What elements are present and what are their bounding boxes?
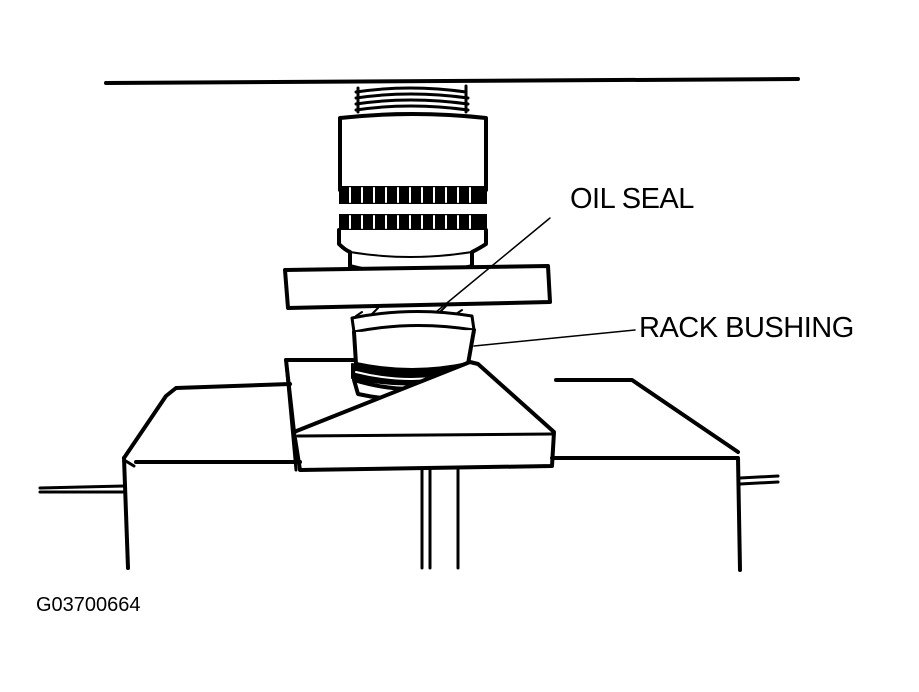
oil-seal-label: OIL SEAL (570, 183, 694, 215)
threaded-shaft (354, 84, 470, 114)
press-ram-line (104, 77, 800, 85)
press-bed (38, 378, 780, 572)
figure-id-label: G03700664 (36, 594, 141, 616)
installer-tool (337, 112, 488, 276)
lower-support-plate (284, 358, 556, 472)
rack-bushing-label: RACK BUSHING (639, 312, 854, 344)
oil-seal-leader (435, 217, 551, 313)
upper-press-plate (283, 264, 552, 310)
rack-bushing-leader (473, 329, 636, 347)
